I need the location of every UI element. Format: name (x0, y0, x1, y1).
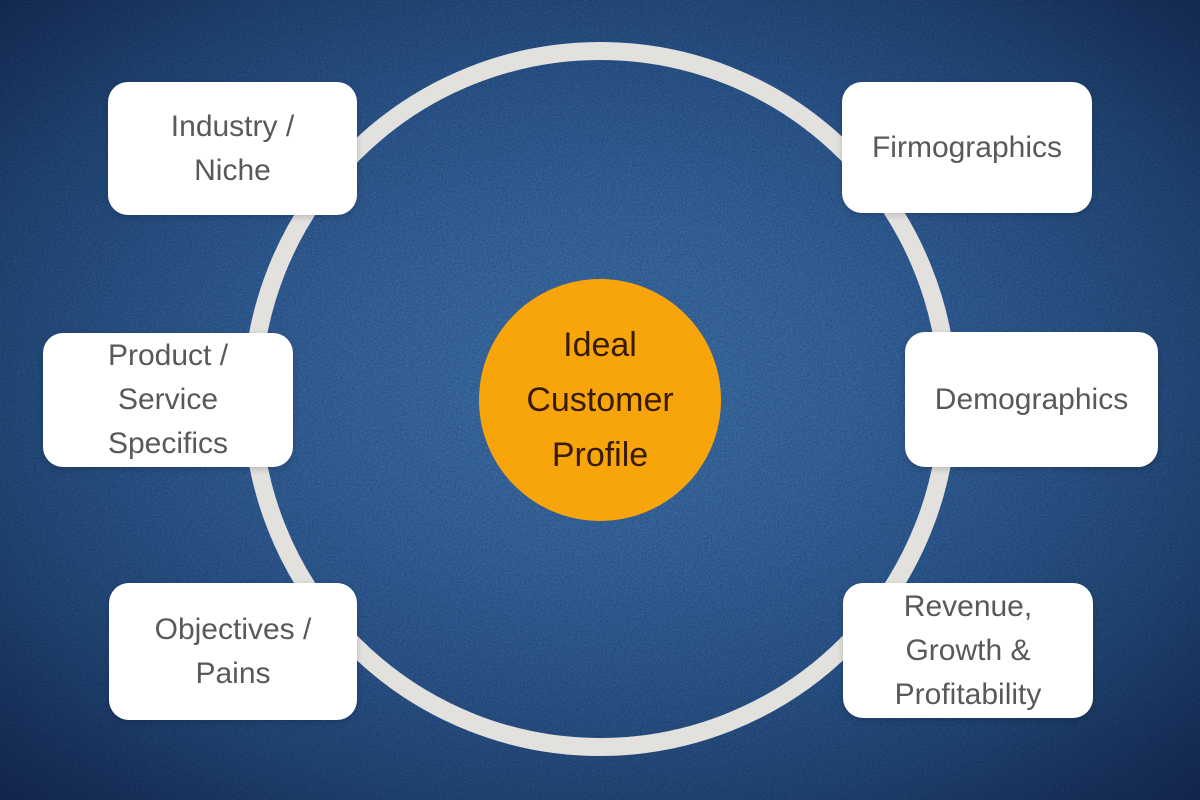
node-card-industry-niche: Industry / Niche (108, 82, 357, 215)
node-label-industry-niche: Industry / Niche (170, 109, 295, 187)
center-label: Ideal Customer Profile (526, 325, 674, 474)
node-card-demographics: Demographics (905, 332, 1158, 467)
node-label-firmographics: Firmographics (871, 130, 1063, 164)
node-card-product-service-specifics: Product / Service Specifics (43, 333, 293, 467)
node-card-firmographics: Firmographics (842, 82, 1092, 213)
node-label-objectives-pains: Objectives / Pains (154, 612, 312, 690)
node-card-revenue-growth-profitability: Revenue, Growth & Profitability (843, 583, 1093, 718)
center-circle: Ideal Customer Profile (479, 279, 721, 521)
node-card-objectives-pains: Objectives / Pains (109, 583, 357, 720)
node-label-revenue-growth-profitability: Revenue, Growth & Profitability (894, 589, 1042, 711)
node-label-product-service-specifics: Product / Service Specifics (107, 339, 229, 460)
node-label-demographics: Demographics (934, 382, 1129, 416)
